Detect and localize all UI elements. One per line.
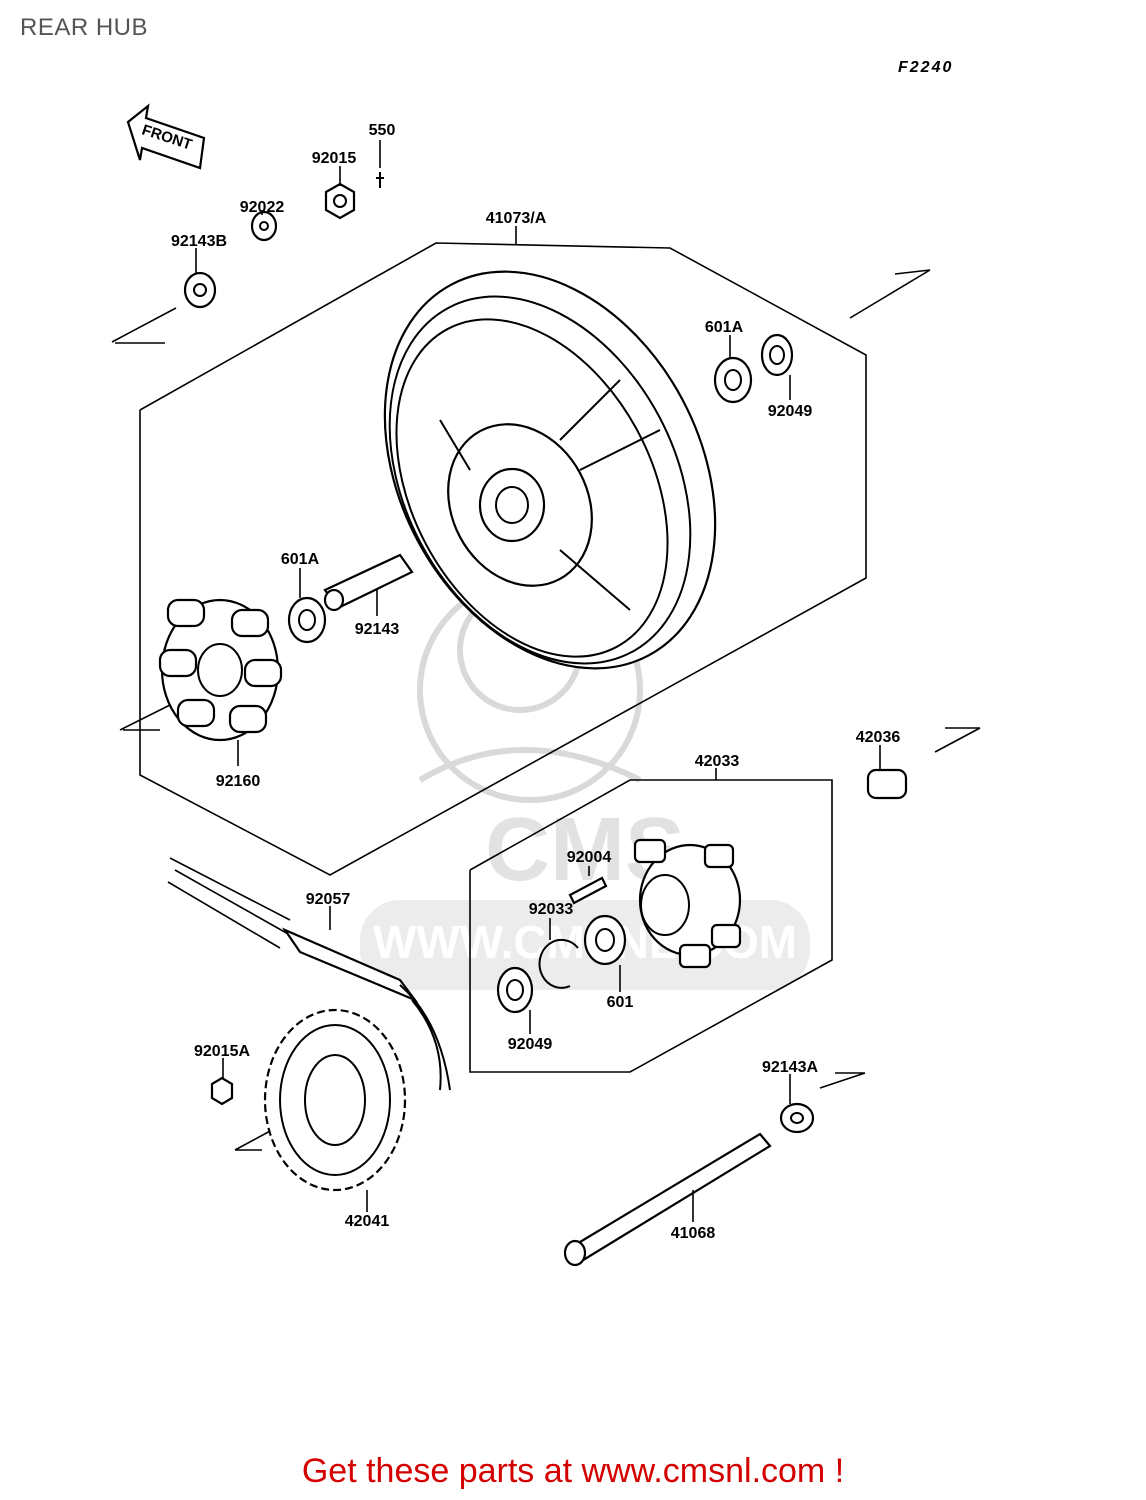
small-parts: [183, 172, 908, 1267]
rear-sprocket: [263, 1008, 407, 1192]
label-92049-bot: 92049: [508, 1036, 553, 1053]
label-92015: 92015: [312, 150, 357, 167]
sprocket-coupling: [469, 779, 833, 1073]
label-92033: 92033: [529, 901, 574, 918]
hub-damper: [158, 598, 283, 742]
label-92143B: 92143B: [171, 233, 227, 250]
label-41068: 41068: [671, 1225, 716, 1242]
footer-link[interactable]: Get these parts at www.cmsnl.com !: [301, 1452, 845, 1490]
label-42041: 42041: [345, 1213, 390, 1230]
label-92143A: 92143A: [762, 1059, 818, 1076]
label-601A-top: 601A: [705, 319, 744, 336]
label-92160: 92160: [216, 773, 261, 790]
label-42033: 42033: [695, 753, 740, 770]
label-92022: 92022: [240, 199, 285, 216]
front-arrow-icon: FRONT: [126, 103, 206, 170]
label-550: 550: [369, 122, 396, 139]
label-601: 601: [607, 994, 634, 1011]
leader-lines: [195, 140, 881, 1222]
rear-wheel: [383, 270, 717, 670]
exploded-parts-diagram: CMS WWW.CMSNL.COM F2240 FRONT: [111, 59, 981, 1267]
page-title: REAR HUB: [20, 14, 149, 41]
drive-chain: [167, 857, 451, 1091]
label-92143: 92143: [355, 621, 400, 638]
label-601A-mid: 601A: [281, 551, 320, 568]
label-92057: 92057: [306, 891, 351, 908]
part-labels: 550 92015 92022 92143B 41073/A 601A 9204…: [171, 122, 900, 1242]
label-42036: 42036: [856, 729, 901, 746]
wheel-assembly-outline: [139, 242, 867, 876]
guide-lines: [111, 269, 981, 1151]
label-92015A: 92015A: [194, 1043, 250, 1060]
label-41073A: 41073/A: [486, 210, 547, 227]
figure-code: F2240: [898, 59, 953, 76]
label-92049-top: 92049: [768, 403, 813, 420]
label-92004: 92004: [567, 849, 612, 866]
